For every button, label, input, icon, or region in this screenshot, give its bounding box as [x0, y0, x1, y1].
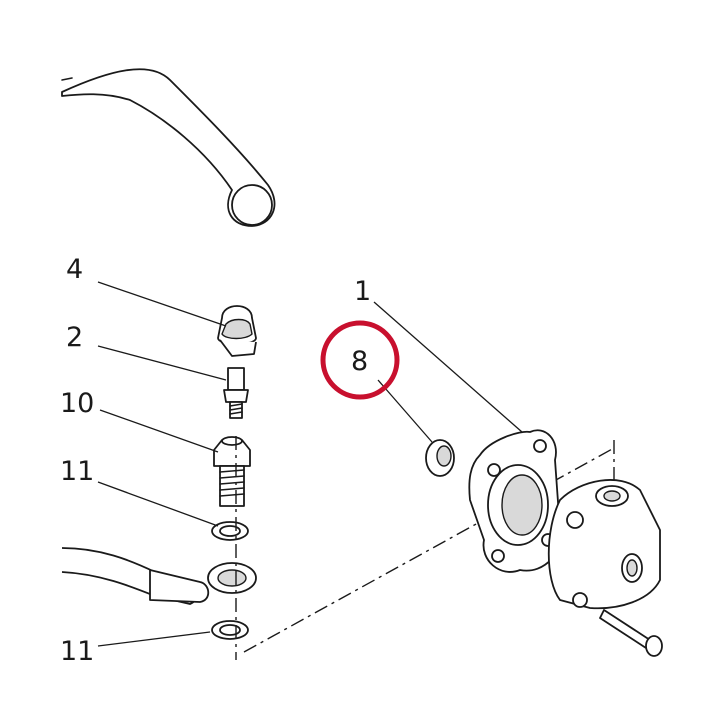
callout-2: 2: [66, 322, 83, 353]
callout-1: 1: [354, 276, 371, 307]
brake-lever: [61, 68, 276, 227]
callout-11-lower: 11: [60, 636, 94, 667]
bleed-cap: [217, 305, 257, 357]
bleed-screw: [223, 367, 249, 419]
leader-lines: [97, 281, 523, 647]
reservoir-cover: [468, 429, 562, 573]
banjo-bolt: [213, 436, 251, 507]
callout-4: 4: [66, 254, 83, 285]
seal: [425, 439, 455, 477]
highlight-circle: [320, 320, 400, 400]
callout-10: 10: [60, 388, 94, 419]
brake-hose: [61, 547, 257, 605]
callout-8: 8: [351, 346, 368, 377]
callout-11-upper: 11: [60, 456, 94, 487]
pivot-bolt: [599, 609, 663, 657]
washer-lower: [211, 620, 249, 640]
washer-upper: [211, 521, 249, 541]
master-cylinder: [547, 479, 661, 610]
